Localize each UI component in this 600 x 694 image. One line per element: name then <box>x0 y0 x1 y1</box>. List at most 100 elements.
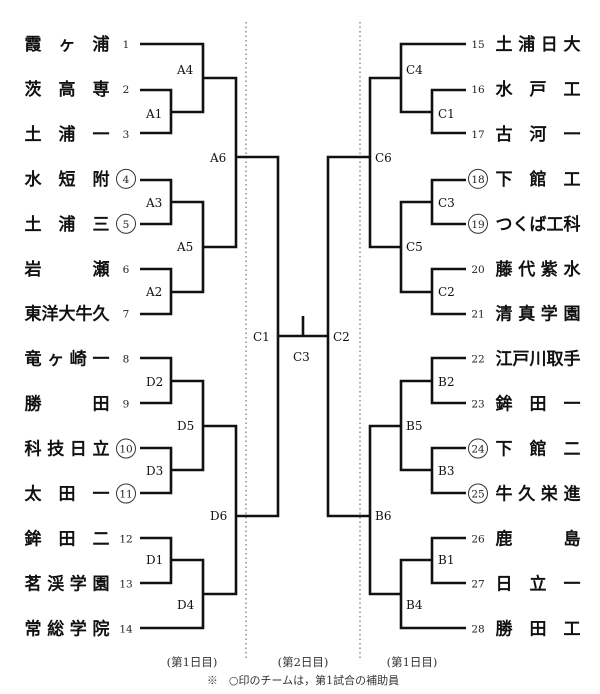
match-label-C3: C3 <box>293 350 310 364</box>
left-team-number: 12 <box>119 534 132 546</box>
right-team-name-char: 栄 <box>540 484 559 505</box>
left-team-number: 5 <box>123 219 130 231</box>
left-team-name-char: 浦 <box>93 34 110 55</box>
right-team-number: 17 <box>471 129 484 141</box>
right-team-name-char: 二 <box>564 440 581 460</box>
right-team-name-char: 清 <box>496 304 513 325</box>
left-team-name-char: 一 <box>93 485 110 505</box>
right-team-name-char: 取 <box>547 350 564 370</box>
left-team-name-char: 茨 <box>25 79 42 100</box>
right-team-name-char: 日 <box>496 574 513 594</box>
match-label-D2: D2 <box>146 375 163 389</box>
right-team-number: 22 <box>471 354 484 366</box>
left-team-name-char: 総 <box>47 618 64 639</box>
left-team-name-char: 浦 <box>59 124 76 145</box>
right-team-name: 下館工 <box>496 169 581 190</box>
left-team-name-char: 鉾 <box>25 529 42 550</box>
left-team-name-char: 園 <box>93 574 110 594</box>
right-team-name-char: 工 <box>564 170 581 190</box>
left-team-name-char: 田 <box>59 485 76 505</box>
circle-marker-icon <box>116 213 136 234</box>
right-bracket-lines <box>303 42 466 630</box>
right-team-name-char: 科 <box>564 214 581 235</box>
right-team-name-char: ば <box>530 215 547 235</box>
left-team-name-char: 大 <box>59 304 76 325</box>
left-team-name-char: 東 <box>25 304 42 325</box>
right-team-name-char: 勝 <box>496 618 514 639</box>
circle-marker-icon <box>468 168 488 189</box>
right-team-name-char: 土 <box>496 34 513 55</box>
left-team-name: 鉾田二 <box>25 529 110 550</box>
circle-marker-icon <box>468 438 488 459</box>
circle-marker-icon <box>468 213 488 234</box>
right-team-number: 16 <box>471 84 485 96</box>
left-team-name-char: 瀬 <box>93 260 110 280</box>
left-team-number: 1 <box>123 39 130 51</box>
right-team-name-char: 進 <box>564 485 581 505</box>
right-team-number: 19 <box>471 219 484 231</box>
left-team-name-char: 崎 <box>70 349 87 370</box>
left-team-number: 4 <box>123 174 130 186</box>
left-team-name-char: 浦 <box>59 214 76 235</box>
right-team-name-char: 手 <box>564 349 581 370</box>
match-label-D1: D1 <box>146 553 163 567</box>
left-team-name-char: 久 <box>93 304 110 325</box>
left-team-name-char: 短 <box>59 169 76 190</box>
left-team-name: 土浦三 <box>25 214 110 235</box>
left-team-number: 6 <box>123 264 130 276</box>
left-team-number: 11 <box>119 489 132 501</box>
right-team-name-char: 鹿 <box>496 529 513 550</box>
right-team-name-char: 館 <box>529 169 547 190</box>
left-team-name: 竜ヶ崎一 <box>25 349 110 370</box>
match-label-B3: B3 <box>438 464 454 478</box>
right-team-name-char: 館 <box>529 439 547 460</box>
right-team-name-char: 代 <box>517 259 535 280</box>
match-label-B1: B1 <box>438 553 454 567</box>
left-team-name-char: 竜 <box>25 349 42 370</box>
left-team-name: 岩瀬 <box>24 259 110 280</box>
left-team-number: 9 <box>123 399 130 411</box>
left-team-name-char: 高 <box>59 79 76 100</box>
left-team-name: 勝田 <box>25 394 110 415</box>
left-team-name-char: ヶ <box>47 350 64 370</box>
right-team-name: 水戸工 <box>496 79 581 100</box>
right-team-name: 藤代紫水 <box>496 259 582 280</box>
left-team-name: 常総学院 <box>25 618 110 639</box>
right-team-name-char: つ <box>496 215 513 235</box>
right-team-name-char: 島 <box>564 529 581 550</box>
left-team-name: 霞ヶ浦 <box>25 34 110 55</box>
right-team-name-char: 鉾 <box>496 394 513 415</box>
right-team-name: 土浦日大 <box>496 34 581 55</box>
left-team-name-char: 太 <box>25 484 43 505</box>
match-label-A2: A2 <box>145 285 162 299</box>
left-team-name-char: 日 <box>70 440 87 460</box>
right-team-name-char: 戸 <box>530 80 547 100</box>
circle-marker-icon <box>116 168 136 189</box>
match-label-C1: C1 <box>253 330 270 344</box>
right-team-row: 16 水戸工 <box>471 79 580 100</box>
left-team-name-char: 田 <box>93 395 110 415</box>
right-team-name: 勝田工 <box>496 618 581 639</box>
match-label-A6: A6 <box>209 151 226 165</box>
circle-marker-icon <box>116 438 136 459</box>
left-team-number: 10 <box>119 444 132 456</box>
day-label-center: (第2日目) <box>278 655 329 669</box>
right-team-number: 24 <box>471 444 485 456</box>
left-bracket-lines <box>140 42 303 630</box>
right-team-number: 25 <box>471 489 484 501</box>
left-team-name-char: 水 <box>25 169 43 190</box>
right-team-name-char: 立 <box>530 573 547 594</box>
left-team-number: 7 <box>123 309 130 321</box>
match-label-C2-right: C2 <box>438 285 455 299</box>
right-team-name-char: く <box>513 215 530 235</box>
right-team-name-char: 水 <box>564 259 582 280</box>
circle-marker-icon <box>468 483 488 504</box>
